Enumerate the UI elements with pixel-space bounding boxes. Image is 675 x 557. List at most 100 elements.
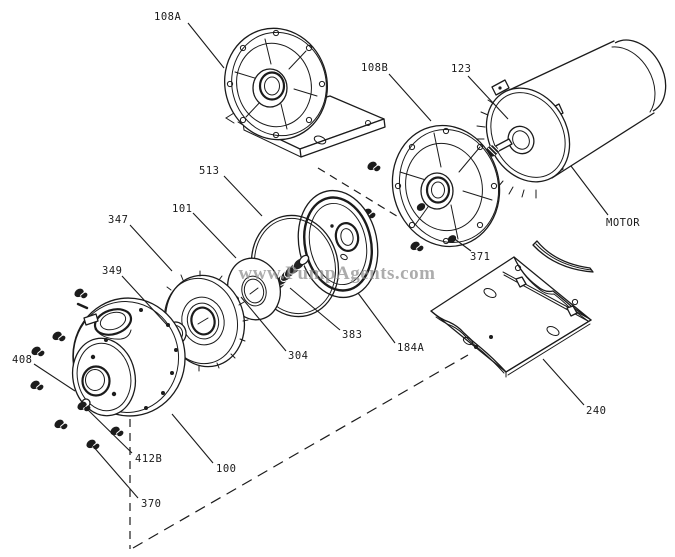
part-label-408: 408: [12, 354, 32, 366]
bolt-hole: [272, 29, 280, 37]
base-slot-hole: [462, 336, 474, 346]
leader-line-240: [542, 358, 585, 406]
adapter-a-rim: [231, 31, 327, 137]
adapter-b-bore: [425, 176, 451, 204]
motor-lug-bolt: [498, 86, 502, 90]
base-hole: [571, 298, 579, 306]
adapter-a-web-ring: [236, 42, 312, 128]
part-adapter-108b: [391, 124, 501, 248]
leader-line-370: [91, 444, 139, 499]
rod-ferrule: [566, 305, 578, 317]
casing-face-bolt: [104, 338, 108, 342]
base-screw-dot: [474, 345, 478, 349]
diagonal-centerline: [132, 354, 469, 549]
part-gasket-184a: [297, 189, 379, 299]
leader-line-347: [129, 224, 173, 272]
base-slot-hole: [546, 325, 560, 337]
casing-clamp-dots: [139, 308, 178, 410]
bolt-hole: [476, 221, 484, 229]
base-hole: [514, 264, 522, 272]
plate-hub-ring: [241, 275, 267, 307]
bolt-hole: [490, 182, 498, 190]
clamp-dot: [161, 391, 165, 395]
gasket-hub-bore: [340, 228, 354, 246]
adapter-b-web-ring: [405, 142, 483, 232]
leader-line-371: [451, 236, 472, 252]
leader-line-513: [223, 175, 263, 217]
axis-arrow-mark: [225, 112, 235, 124]
part-label-108A: 108A: [154, 11, 181, 23]
bolt-hole: [239, 116, 247, 124]
leader-line-349: [121, 275, 169, 327]
base-front-edge-thickness: [507, 323, 591, 376]
adapter-b-rim-screw: [447, 235, 457, 243]
bolt-hole: [272, 131, 280, 139]
axis-dash-line: [317, 167, 401, 219]
casing-face-bolt: [90, 354, 96, 360]
bolt-hole: [318, 80, 326, 88]
bolt-hole: [305, 44, 313, 52]
leader-line-383: [289, 287, 341, 331]
part-label-349: 349: [102, 265, 122, 277]
screw-408: [108, 424, 126, 438]
motor-back-seam: [611, 46, 656, 113]
seal-washer: [298, 254, 310, 266]
base-front-edge: [505, 319, 592, 373]
base-screw-dot: [489, 335, 493, 339]
leader-line-101: [192, 212, 237, 259]
leader-line-MOTOR: [570, 165, 609, 216]
screw-371: [365, 159, 383, 173]
gasket-dot: [330, 224, 334, 228]
adapter-a-ribs: [234, 38, 318, 130]
casing-face-ring: [76, 342, 132, 412]
plug-370: [84, 437, 102, 451]
strap-inner-line: [535, 243, 592, 271]
bolt-hole: [239, 44, 247, 52]
adapter-b-ribs: [399, 132, 493, 240]
adapter-a-base-slot: [313, 135, 327, 145]
screw-408: [50, 329, 68, 343]
gasket-small-oval: [340, 253, 348, 261]
motor-thread-lines: [487, 143, 500, 156]
base-left-flange-outer: [430, 310, 507, 373]
screw-washer-mark: [76, 302, 89, 310]
clamp-dot: [174, 348, 178, 352]
leader-line-100: [171, 413, 214, 464]
part-base-240: [430, 256, 592, 378]
bolt-hole: [394, 182, 402, 190]
bolt-hole: [408, 143, 416, 151]
part-label-123: 123: [451, 63, 471, 75]
adapter-a-bore-inner: [264, 76, 280, 96]
part-label-100: 100: [216, 463, 236, 475]
motor-body-bottom-edge: [551, 112, 655, 179]
adapter-a-base-left-edge: [243, 129, 302, 158]
part-label-240: 240: [586, 405, 606, 417]
leader-line-108B: [388, 73, 432, 122]
clamp-dot: [139, 308, 143, 312]
motor-hub-inner: [512, 130, 530, 150]
screw-371: [408, 239, 426, 253]
adapter-b-bore-inner: [431, 181, 445, 199]
rod-ferrule: [515, 276, 527, 288]
part-label-304: 304: [288, 350, 308, 362]
casing-suction-eye: [81, 365, 111, 397]
casing-suction-inner: [85, 369, 105, 391]
adapter-b-rim: [398, 129, 500, 243]
impeller-center-mark: [197, 317, 209, 325]
part-label-101: 101: [172, 203, 192, 215]
adapter-b-bolt-holes: [394, 127, 498, 245]
part-strap: [532, 240, 594, 273]
bolt-hole: [226, 80, 234, 88]
part-motor: [475, 39, 667, 199]
strap-band: [532, 240, 594, 273]
leader-line-304: [240, 296, 287, 352]
leader-line-412B: [83, 405, 133, 454]
part-label-MOTOR: MOTOR: [606, 217, 640, 229]
impeller-eye-ring: [186, 302, 220, 340]
part-label-347: 347: [108, 214, 128, 226]
part-label-184A: 184A: [397, 342, 424, 354]
watermark-text: www.PumpAgents.com: [239, 263, 436, 284]
